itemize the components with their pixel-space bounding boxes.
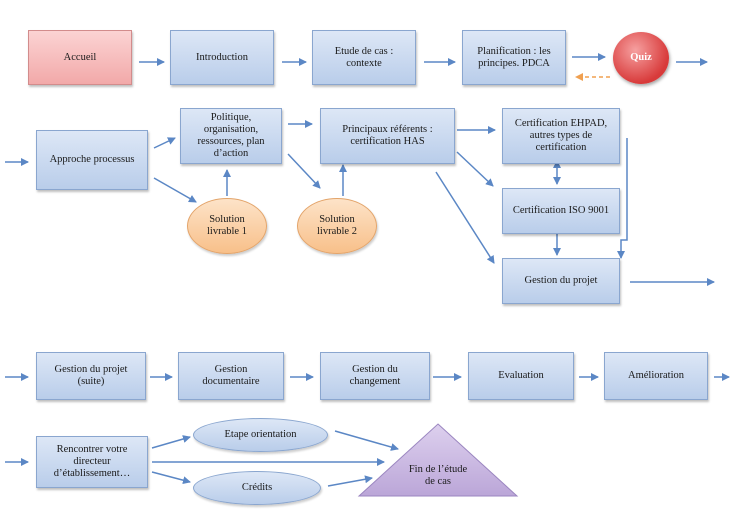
node-credits: Crédits: [193, 471, 321, 505]
node-solution-livrable-1: Solution livrable 1: [187, 198, 267, 254]
node-amelioration: Amélioration: [604, 352, 708, 400]
node-politique: Politique, organisation, ressources, pla…: [180, 108, 282, 164]
arrow-referents-iso: [456, 151, 494, 187]
node-gestion-documentaire: Gestion documentaire: [178, 352, 284, 400]
arrow-referents-gestion: [435, 171, 495, 264]
node-gestion-projet-suite: Gestion du projet (suite): [36, 352, 146, 400]
node-certification-iso: Certification ISO 9001: [502, 188, 620, 234]
node-evaluation: Evaluation: [468, 352, 574, 400]
node-solution-livrable-2: Solution livrable 2: [297, 198, 377, 254]
node-accueil: Accueil: [28, 30, 132, 85]
node-referents: Principaux référents : certification HAS: [320, 108, 455, 164]
node-etude-cas: Etude de cas : contexte: [312, 30, 416, 85]
node-rencontrer-directeur: Rencontrer votre directeur d’établisseme…: [36, 436, 148, 488]
arrow-rencontrer-credits: [151, 471, 191, 485]
node-planification: Planification : les principes. PDCA: [462, 30, 566, 85]
arrow-etape-fin: [334, 430, 399, 451]
arrow-ehpad-gestion-connector: [617, 138, 628, 259]
arrow-approche-politique: [153, 137, 176, 149]
arrow-credits-fin: [327, 475, 373, 487]
node-gestion-changement: Gestion du changement: [320, 352, 430, 400]
node-gestion-projet: Gestion du projet: [502, 258, 620, 304]
arrow-approche-solution1: [153, 177, 197, 203]
fin-etude-triangle: [357, 423, 519, 497]
node-fin-etude-label: Fin de l’étude de cas: [408, 464, 468, 487]
arrow-rencontrer-etape: [151, 435, 191, 449]
arrow-politique-solution2: [287, 153, 321, 189]
node-certification-ehpad: Certification EHPAD, autres types de cer…: [502, 108, 620, 164]
node-quiz: Quiz: [613, 32, 669, 84]
node-etape-orientation: Etape orientation: [193, 418, 328, 452]
node-approche-processus: Approche processus: [36, 130, 148, 190]
node-introduction: Introduction: [170, 30, 274, 85]
